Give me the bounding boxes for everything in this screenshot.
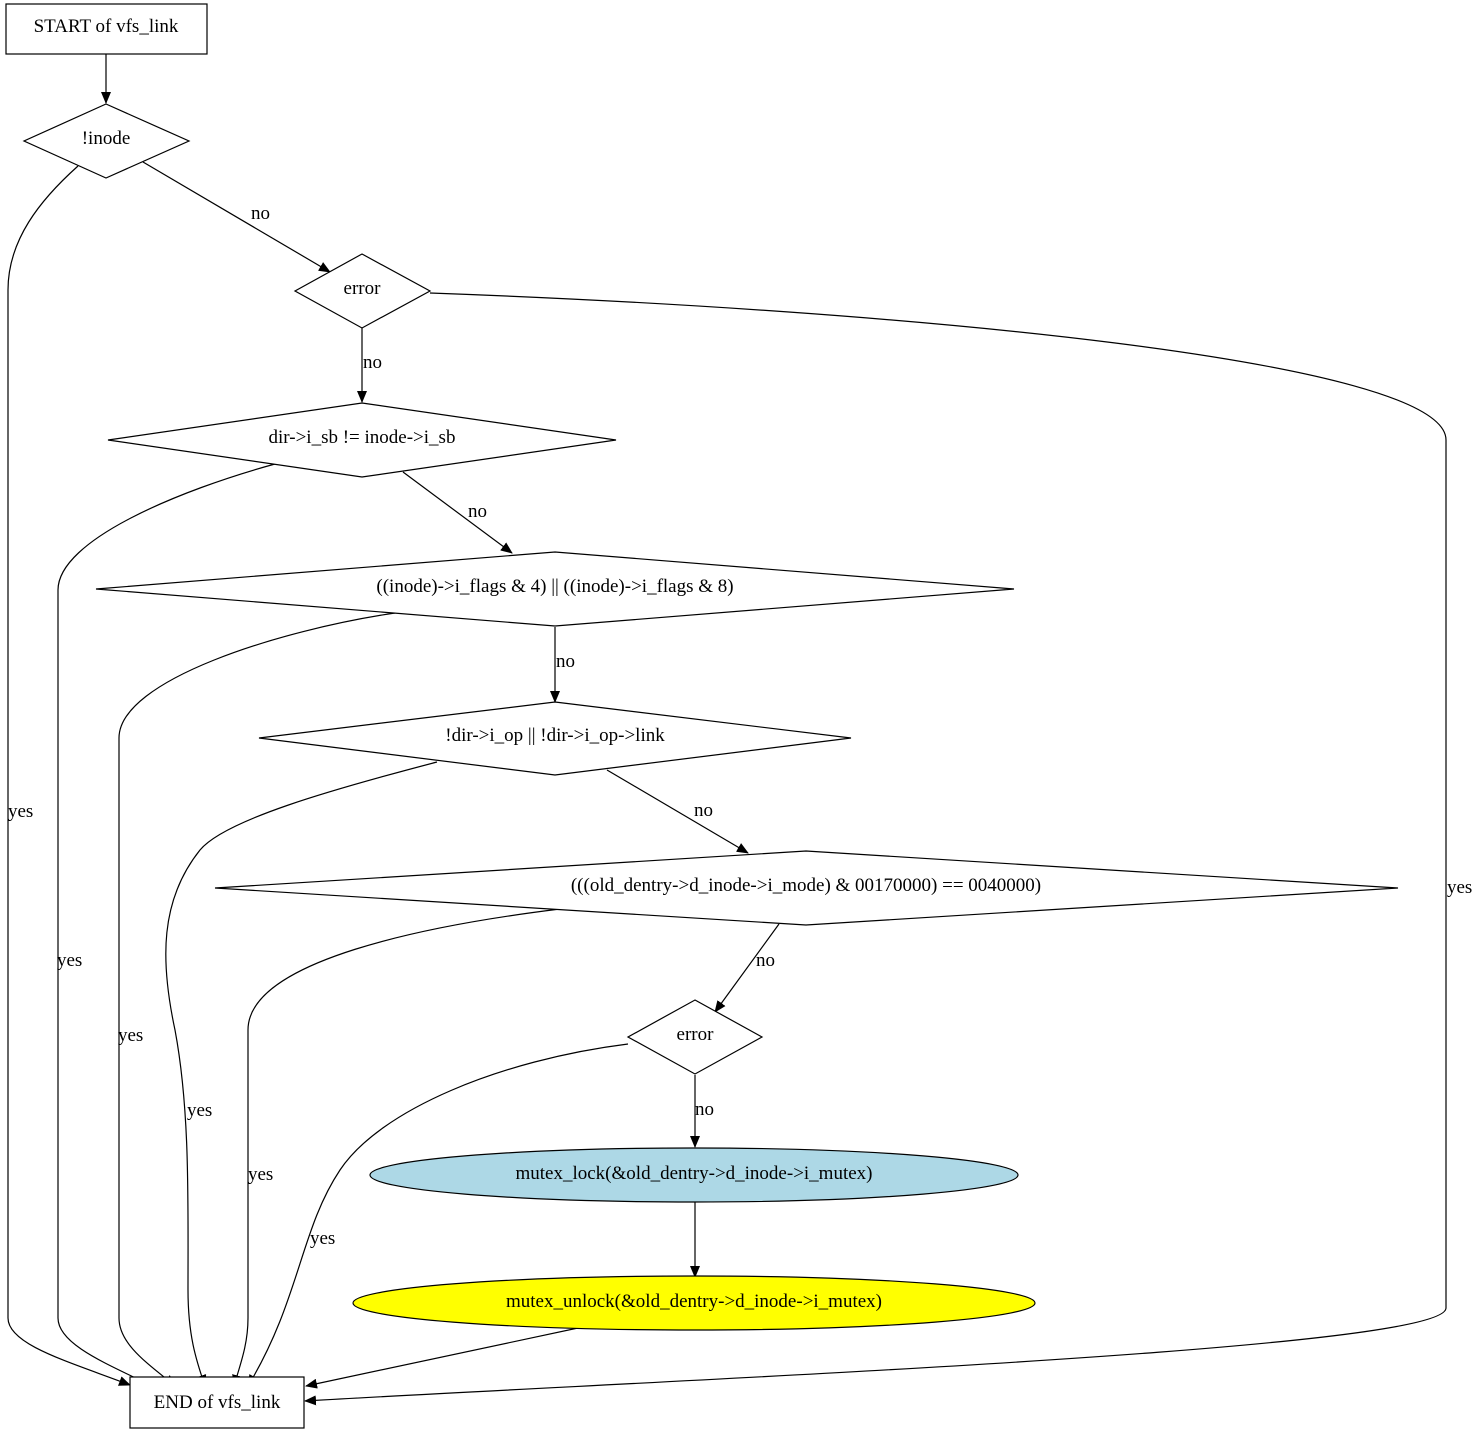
edge-label-d1-d2: no	[251, 203, 270, 224]
node-d5: !dir->i_op || !dir->i_op->link	[258, 701, 852, 776]
node-d5-label: !dir->i_op || !dir->i_op->link	[445, 725, 665, 746]
edge-d6-end-yes: yes	[232, 908, 561, 1387]
edge-label-d3-d4: no	[468, 501, 487, 522]
edge-d6-d7-no: no	[714, 923, 780, 1013]
node-lock-label: mutex_lock(&old_dentry->d_inode->i_mutex…	[515, 1163, 872, 1184]
node-d4: ((inode)->i_flags & 4) || ((inode)->i_fl…	[95, 551, 1015, 627]
edge-label-d7-end: yes	[310, 1228, 335, 1249]
node-d6-label: (((old_dentry->d_inode->i_mode) & 001700…	[571, 875, 1041, 896]
edge-d5-end-yes: yes	[165, 761, 438, 1387]
node-unlock-label: mutex_unlock(&old_dentry->d_inode->i_mut…	[506, 1291, 882, 1312]
node-end: END of vfs_link	[129, 1376, 305, 1429]
node-start: START of vfs_link	[5, 3, 208, 55]
node-d3-label: dir->i_sb != inode->i_sb	[269, 427, 456, 448]
edge-label-d3-end: yes	[57, 950, 82, 971]
node-start-label: START of vfs_link	[34, 16, 179, 37]
node-d2: error	[293, 253, 432, 329]
edge-d2-end-yes: yes	[304, 292, 1472, 1406]
edge-d1-d2-no: no	[142, 161, 331, 273]
edge-d3-d4-no: no	[402, 471, 513, 554]
node-end-label: END of vfs_link	[154, 1392, 281, 1413]
node-d3: dir->i_sb != inode->i_sb	[107, 402, 617, 478]
edge-d3-end-yes: yes	[57, 463, 276, 1387]
node-d6: (((old_dentry->d_inode->i_mode) & 001700…	[214, 850, 1399, 926]
node-d1: !inode	[22, 103, 191, 179]
edge-label-d6-end: yes	[248, 1164, 273, 1185]
edge-d4-d5-no: no	[550, 627, 575, 703]
edge-unlock-end	[305, 1327, 579, 1389]
edge-d2-d3-no: no	[357, 328, 382, 403]
edge-d4-end-yes: yes	[118, 612, 396, 1387]
edge-d7-end-yes: yes	[247, 1043, 629, 1387]
node-d4-label: ((inode)->i_flags & 4) || ((inode)->i_fl…	[376, 576, 733, 597]
node-lock: mutex_lock(&old_dentry->d_inode->i_mutex…	[369, 1147, 1019, 1203]
edge-label-d7-lock: no	[695, 1099, 714, 1120]
edge-label-d5-end: yes	[187, 1100, 212, 1121]
node-d7-label: error	[677, 1024, 715, 1045]
node-unlock: mutex_unlock(&old_dentry->d_inode->i_mut…	[352, 1275, 1036, 1331]
edge-label-d5-d6: no	[694, 800, 713, 821]
edge-label-d6-d7: no	[756, 950, 775, 971]
node-d1-label: !inode	[82, 128, 131, 149]
edge-label-d2-d3: no	[363, 352, 382, 373]
edge-label-d1-end: yes	[8, 801, 33, 822]
edge-d7-lock-no: no	[690, 1075, 714, 1148]
edge-d1-end-yes: yes	[7, 165, 131, 1386]
node-d7: error	[626, 999, 764, 1075]
node-d2-label: error	[344, 278, 382, 299]
edge-label-d4-end: yes	[118, 1025, 143, 1046]
edge-label-d2-end: yes	[1447, 877, 1472, 898]
edge-d5-d6-no: no	[606, 769, 749, 854]
edge-label-d4-d5: no	[556, 651, 575, 672]
